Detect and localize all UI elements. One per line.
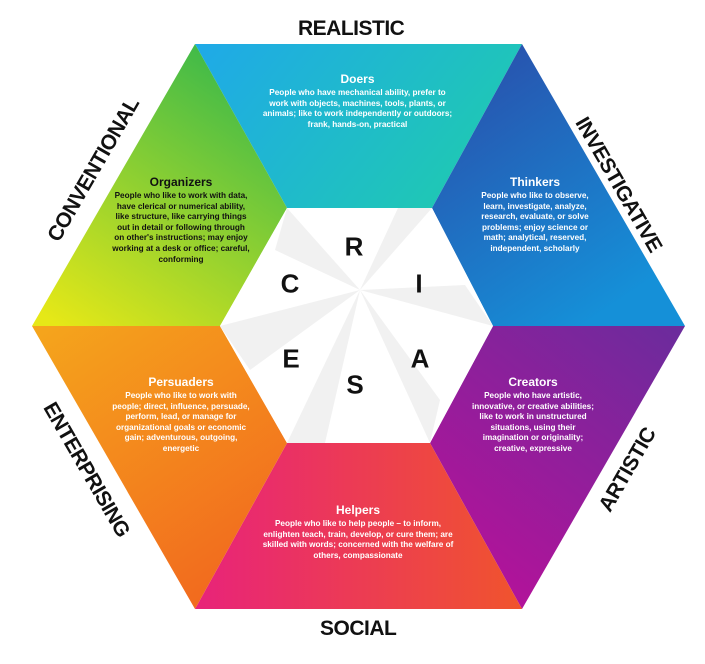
thinkers-title: Thinkers bbox=[509, 175, 560, 189]
doers-description: People who have mechanical ability, pref… bbox=[262, 88, 453, 129]
helpers-panel bbox=[195, 443, 522, 609]
helpers-description: People who like to help people – to info… bbox=[262, 519, 454, 560]
organizers-text: Organizers People who like to work with … bbox=[112, 175, 250, 265]
thinkers-panel bbox=[432, 44, 685, 326]
label-social: SOCIAL bbox=[320, 617, 397, 640]
organizers-panel bbox=[32, 44, 287, 326]
letter-i: I bbox=[415, 268, 423, 299]
persuaders-description: People who like to work with people; dir… bbox=[112, 391, 250, 453]
creators-text: Creators People who have artistic, innov… bbox=[468, 375, 598, 455]
inner-shade-3 bbox=[360, 290, 440, 443]
inner-shade-1 bbox=[360, 208, 432, 290]
organizers-title: Organizers bbox=[149, 175, 213, 189]
inner-shade-6 bbox=[275, 208, 360, 290]
persuaders-title: Persuaders bbox=[148, 375, 214, 389]
doers-panel bbox=[195, 44, 522, 208]
doers-text: Doers People who have mechanical ability… bbox=[260, 72, 455, 130]
doers-title: Doers bbox=[340, 72, 375, 86]
letter-s: S bbox=[346, 369, 364, 400]
label-realistic: REALISTIC bbox=[298, 17, 405, 40]
letter-c: C bbox=[280, 268, 300, 299]
creators-description: People who have artistic, innovative, or… bbox=[472, 391, 594, 453]
thinkers-text: Thinkers People who like to observe, lea… bbox=[470, 175, 600, 255]
inner-shade-2 bbox=[360, 285, 493, 326]
helpers-text: Helpers People who like to help people –… bbox=[262, 503, 454, 561]
persuaders-panel bbox=[32, 326, 287, 609]
letter-r: R bbox=[344, 231, 364, 262]
persuaders-text: Persuaders People who like to work with … bbox=[112, 375, 250, 455]
letter-e: E bbox=[282, 343, 300, 374]
letter-a: A bbox=[410, 343, 430, 374]
inner-shade-5 bbox=[220, 290, 360, 370]
inner-shade-4 bbox=[287, 290, 360, 443]
creators-panel bbox=[430, 326, 685, 609]
thinkers-description: People who like to observe, learn, inves… bbox=[481, 191, 589, 253]
organizers-description: People who like to work with data, have … bbox=[112, 191, 250, 264]
helpers-title: Helpers bbox=[335, 503, 381, 517]
creators-title: Creators bbox=[508, 375, 558, 389]
